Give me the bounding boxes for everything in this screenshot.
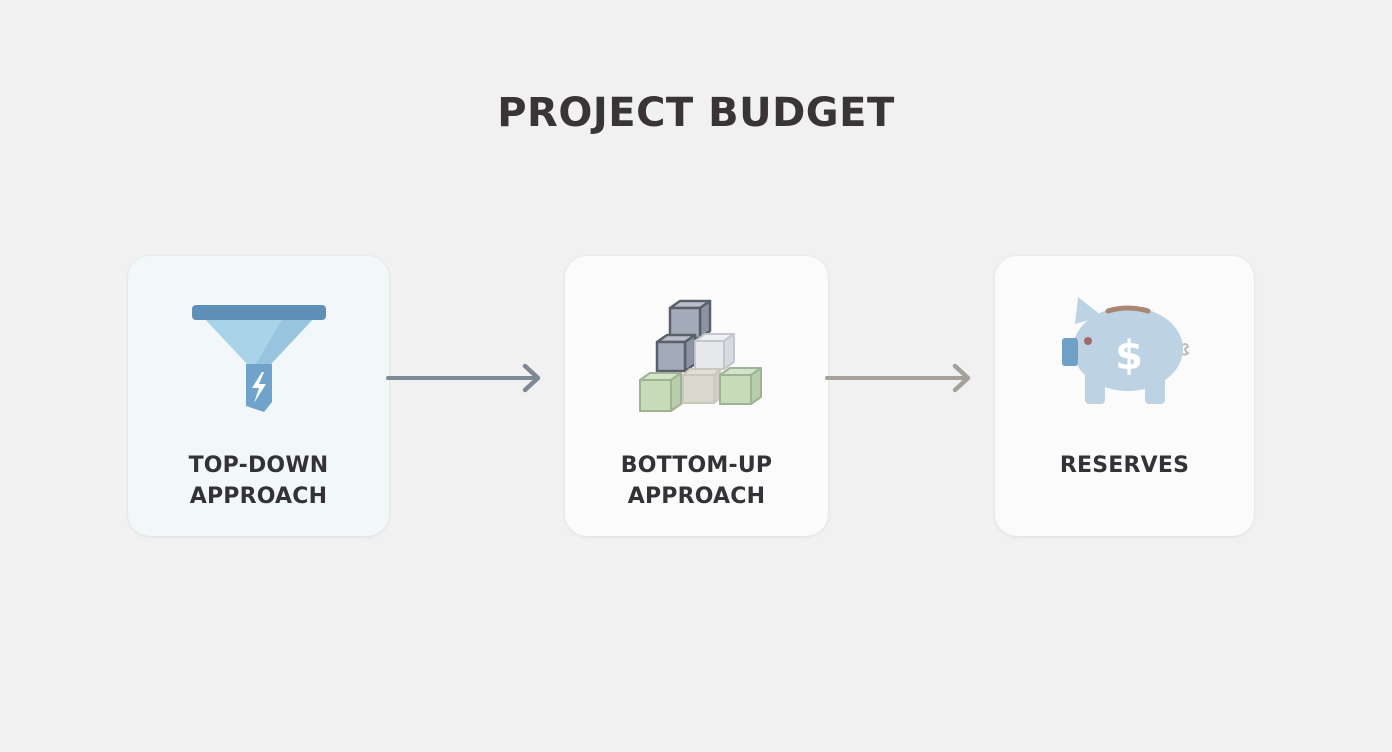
stacked-blocks-icon — [638, 299, 762, 412]
svg-text:$: $ — [1115, 333, 1143, 379]
step-label-line: APPROACH — [627, 484, 766, 509]
step-label-line: APPROACH — [189, 484, 328, 509]
piggy-bank-icon: $ — [1061, 297, 1190, 404]
page-title: PROJECT BUDGET — [497, 90, 895, 136]
step-card-top-down: TOP-DOWN APPROACH — [128, 256, 389, 536]
step-label-line: RESERVES — [1059, 453, 1190, 478]
arrow-right-icon — [825, 363, 971, 393]
step-card-bottom-up: BOTTOM-UP APPROACH — [565, 256, 828, 536]
funnel-icon — [191, 305, 326, 412]
step-label: RESERVES — [995, 450, 1254, 481]
step-label-line: BOTTOM-UP — [620, 453, 773, 478]
step-card-reserves: $ RESERVES — [995, 256, 1254, 536]
arrow-right-icon — [386, 363, 541, 393]
step-label-line: TOP-DOWN — [188, 453, 329, 478]
step-label: TOP-DOWN APPROACH — [128, 450, 389, 512]
step-label: BOTTOM-UP APPROACH — [565, 450, 828, 512]
